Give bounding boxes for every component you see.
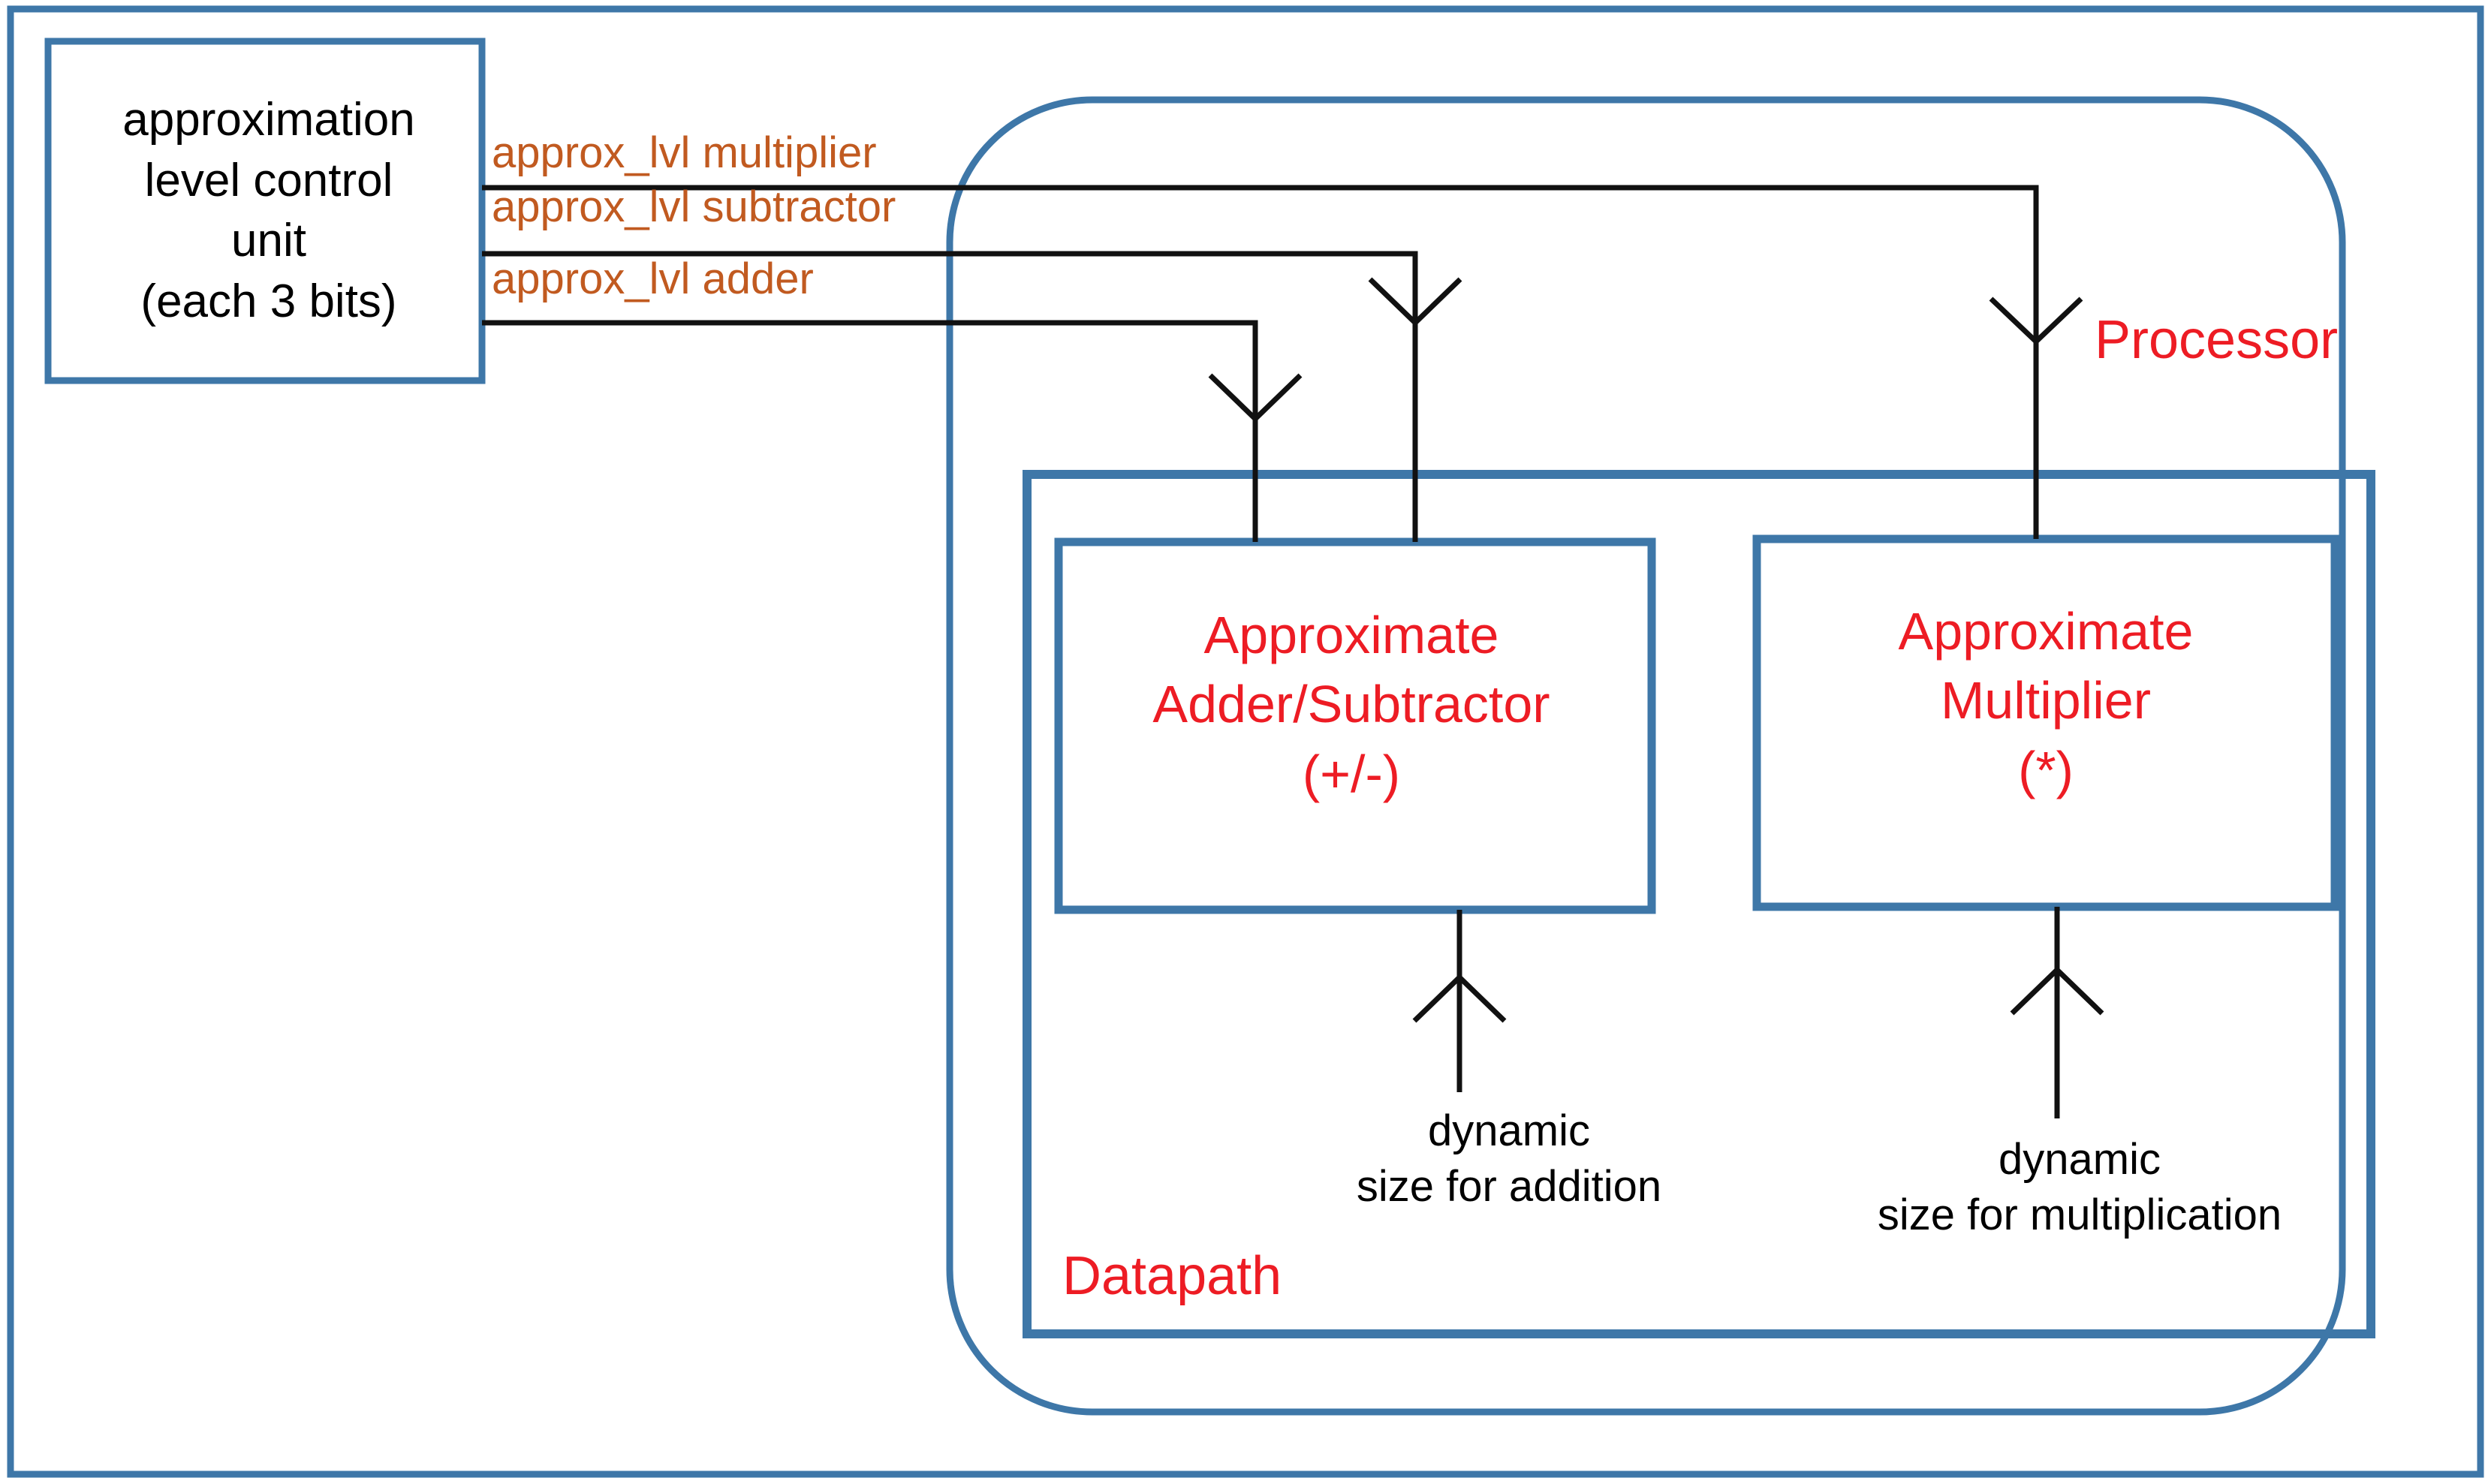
arrowhead-up-addition <box>1412 974 1507 1023</box>
approximation-level-control-unit-box <box>44 38 486 384</box>
wire-approx-lvl-adder <box>482 320 1258 542</box>
approximate-multiplier-label: Approximate Multiplier (*) <box>1898 602 2194 799</box>
signal-label-approx-lvl-multiplier: approx_lvl multiplier <box>492 128 877 177</box>
dynamic-size-addition-label: dynamic size for addition <box>1356 1106 1662 1212</box>
approximation-level-control-unit-label: approximation level control unit (each 3… <box>122 94 415 327</box>
arrowhead-down-subtractor <box>1368 277 1462 327</box>
arrowhead-down-adder <box>1208 373 1303 423</box>
approximate-adder-subtractor-box <box>1054 537 1656 914</box>
wire-approx-lvl-multiplier <box>482 185 2039 539</box>
signal-label-approx-lvl-subtractor: approx_lvl subtractor <box>492 182 896 231</box>
signal-label-approx-lvl-adder: approx_lvl adder <box>492 254 814 303</box>
approximate-adder-subtractor-label: Approximate Adder/Subtractor (+/-) <box>1152 606 1550 803</box>
processor-label: Processor <box>2095 310 2339 370</box>
wire-approx-lvl-subtractor <box>482 251 1418 542</box>
figure-border <box>7 5 2484 1478</box>
arrowhead-up-multiplication <box>2010 966 2104 1016</box>
datapath-boundary <box>1023 470 2375 1338</box>
processor-boundary <box>946 96 2346 1416</box>
arrowhead-down-multiplier <box>1989 296 2083 345</box>
dynamic-size-multiplication-label: dynamic size for multiplication <box>1877 1135 2282 1240</box>
approximate-multiplier-box <box>1752 534 2339 911</box>
datapath-label: Datapath <box>1062 1246 1282 1306</box>
